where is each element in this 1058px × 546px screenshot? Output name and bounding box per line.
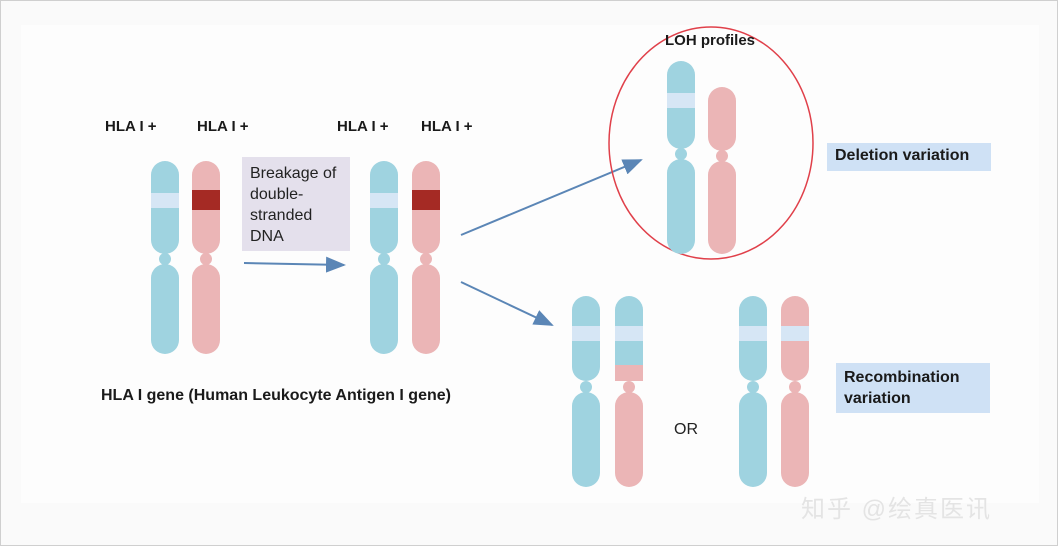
figure-panel — [21, 25, 1039, 503]
breakage-box: Breakage of double-stranded DNA — [242, 157, 350, 251]
recombination-tag: Recombination variation — [836, 363, 990, 413]
chromosome-blue-left — [151, 161, 179, 354]
hla-label-left-2: HLA I + — [197, 118, 249, 135]
gene-caption: HLA I gene (Human Leukocyte Antigen I ge… — [101, 387, 451, 404]
deletion-tag: Deletion variation — [827, 143, 991, 171]
chromosome-blue-recomb-a — [572, 296, 600, 487]
hla-label-mid-2: HLA I + — [421, 118, 473, 135]
chromosome-blue-deletion — [667, 61, 695, 254]
hla-label-mid-1: HLA I + — [337, 118, 389, 135]
chromosome-blue-recomb-b — [739, 296, 767, 487]
chromosome-mixed-recomb-a — [615, 296, 643, 487]
chromosome-pink-middle — [412, 161, 440, 354]
chromosome-blue-middle — [370, 161, 398, 354]
chromosome-pink-deletion — [708, 87, 736, 254]
chromosome-pink-left — [192, 161, 220, 354]
hla-label-left-1: HLA I + — [105, 118, 157, 135]
loh-circle — [608, 26, 814, 260]
watermark: 知乎 @绘真医讯 — [801, 496, 993, 523]
arrow-to-deletion — [460, 159, 643, 236]
loh-title: LOH profiles — [665, 32, 756, 49]
chromosome-pink-recomb-b — [781, 296, 809, 487]
arrow-to-breakage — [243, 256, 346, 273]
or-label: OR — [674, 421, 698, 438]
arrow-to-recombination — [460, 281, 554, 326]
